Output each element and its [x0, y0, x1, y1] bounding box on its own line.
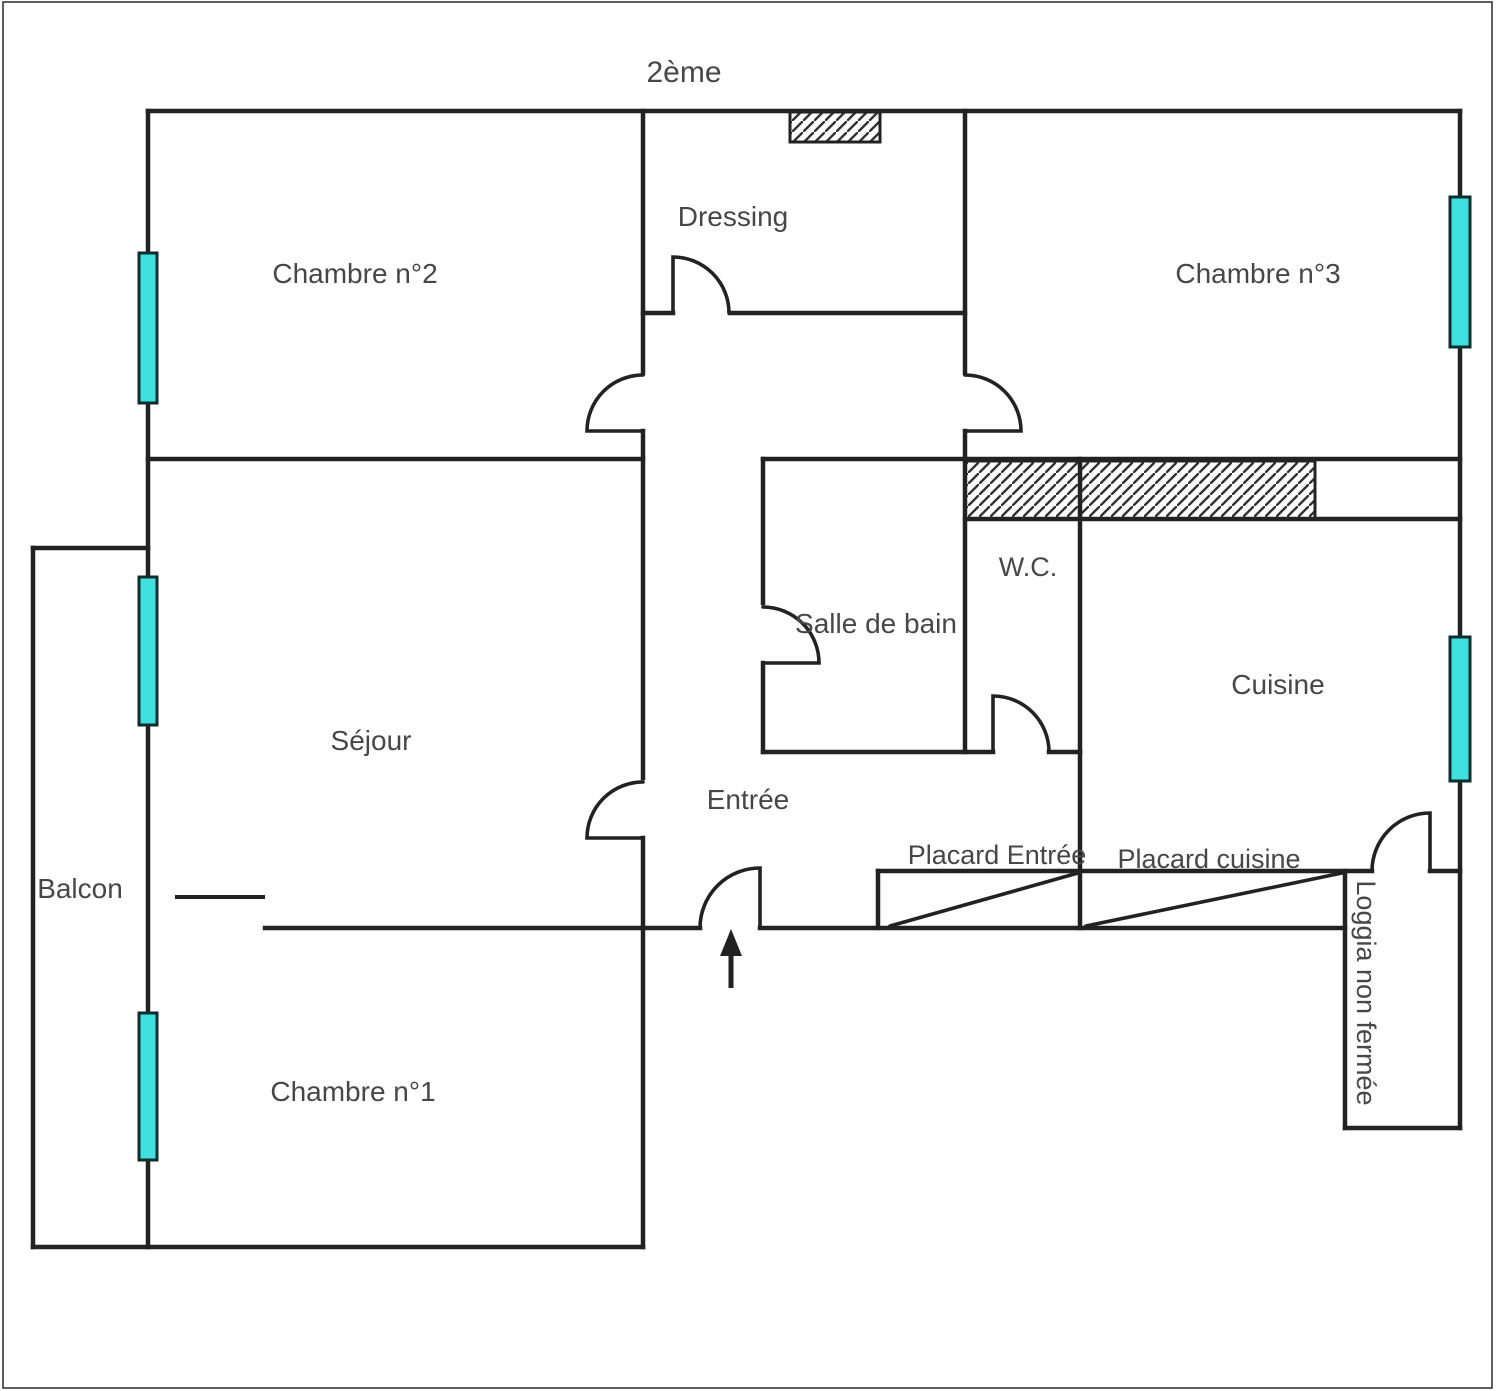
duct-hatch-icon-wc — [963, 459, 1082, 521]
door-arc-icon-chambre2 — [585, 373, 645, 433]
room-label-wc: W.C. — [999, 552, 1058, 582]
room-label-loggia: Loggia non fermée — [1351, 880, 1381, 1105]
window-icon-chambre3 — [1448, 195, 1472, 349]
window-icon-cuisine — [1448, 635, 1472, 783]
window-icon-chambre2 — [137, 251, 159, 405]
closet-label-entree: Placard Entrée — [908, 840, 1087, 870]
room-label-balcon: Balcon — [37, 873, 123, 904]
room-label-chambre1: Chambre n°1 — [270, 1076, 435, 1107]
room-label-entree: Entrée — [707, 784, 790, 815]
room-label-cuisine: Cuisine — [1231, 669, 1324, 700]
door-arc-icon-chambre3 — [963, 373, 1023, 433]
room-label-sejour: Séjour — [331, 725, 412, 756]
duct-hatch-icon-dressing — [788, 110, 882, 144]
room-label-chambre3: Chambre n°3 — [1175, 258, 1340, 289]
entrance-arrow-icon — [720, 929, 742, 988]
door-arc-icon-entrance — [698, 866, 762, 930]
window-icon-sejour — [137, 575, 159, 727]
closet-diagonal-cuisine — [1084, 871, 1344, 928]
room-label-dressing: Dressing — [678, 201, 788, 232]
door-arc-icon-salle-de-bain — [761, 605, 821, 665]
room-label-salle-de-bain: Salle de bain — [795, 608, 957, 639]
window-icon-chambre1 — [137, 1011, 159, 1162]
duct-hatch-icon-cuisine — [1078, 459, 1317, 521]
closet-diagonal-entree — [888, 871, 1080, 928]
closet-label-cuisine: Placard cuisine — [1117, 844, 1300, 874]
door-arc-icon-loggia — [1370, 811, 1432, 873]
floor-label: 2ème — [646, 56, 721, 89]
door-arc-icon-wc — [991, 694, 1051, 754]
door-arc-icon-dressing — [671, 255, 731, 315]
room-label-chambre2: Chambre n°2 — [272, 258, 437, 289]
door-arc-icon-sejour — [585, 780, 645, 840]
